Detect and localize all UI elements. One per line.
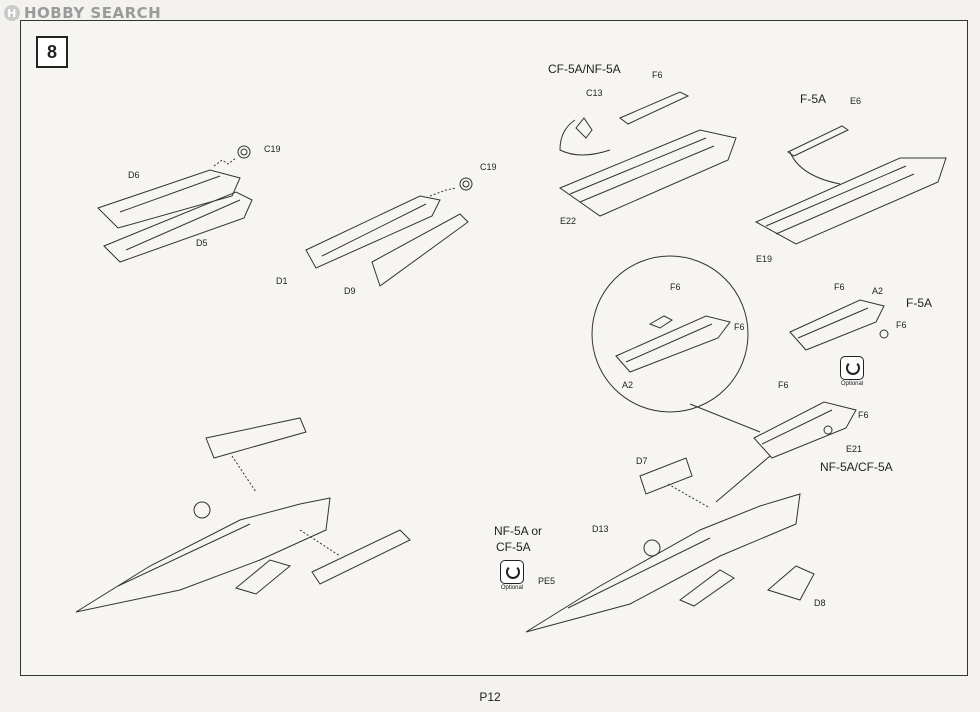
- optional-label: Optional: [500, 585, 524, 591]
- page-number: P12: [479, 690, 501, 704]
- optional-badge-right: Optional: [840, 356, 864, 387]
- step-number: 8: [36, 36, 68, 68]
- part-label-e22: E22: [560, 216, 577, 226]
- part-label-d1: D1: [276, 276, 288, 286]
- part-label-e19: E19: [756, 254, 773, 264]
- part-label-f6: F6: [734, 322, 745, 332]
- variant-label-nf5a-or: NF-5A or: [494, 524, 543, 538]
- bay-e21: [753, 401, 857, 459]
- part-label-e21: E21: [846, 444, 863, 454]
- part-label-c19: C19: [264, 144, 281, 154]
- variant-label-cf5a: CF-5A: [496, 540, 531, 554]
- part-label-c13: C13: [586, 88, 603, 98]
- part-label-f6: F6: [778, 380, 789, 390]
- optional-rotate-icon: [840, 356, 864, 380]
- detail-magnifier: [591, 255, 761, 433]
- part-label-f6: F6: [652, 70, 663, 80]
- fuselage-left: [75, 417, 411, 613]
- variant-label-f5a-mid: F-5A: [906, 296, 933, 310]
- part-label-a2: A2: [622, 380, 634, 390]
- gun-bay-e22: [558, 91, 737, 217]
- variant-label-f5a-top: F-5A: [800, 92, 827, 106]
- part-label-a2: A2: [872, 286, 884, 296]
- part-label-pe5: PE5: [538, 576, 556, 586]
- optional-label: Optional: [840, 381, 864, 387]
- part-label-d7: D7: [636, 456, 648, 466]
- fuselage-right: [525, 455, 815, 633]
- variant-label-cf5a-nf5a: CF-5A/NF-5A: [548, 62, 621, 76]
- part-label-d9: D9: [344, 286, 356, 296]
- bay-a2-f5a: [789, 299, 889, 351]
- part-label-d6: D6: [128, 170, 140, 180]
- part-label-c19: C19: [480, 162, 497, 172]
- part-label-d8: D8: [814, 598, 826, 608]
- part-label-f6: F6: [834, 282, 845, 292]
- part-label-d13: D13: [592, 524, 609, 534]
- intake-duct-middle: [305, 177, 473, 287]
- optional-badge-left: Optional: [500, 560, 524, 591]
- gun-bay-e19: [754, 125, 947, 245]
- watermark-text: HOBBY SEARCH: [24, 4, 162, 22]
- optional-rotate-icon: [500, 560, 524, 584]
- part-label-e6: E6: [850, 96, 862, 106]
- hobby-search-watermark: H HOBBY SEARCH: [4, 4, 161, 22]
- part-label-f6: F6: [858, 410, 869, 420]
- part-label-f6: F6: [670, 282, 681, 292]
- variant-label-nf5a-cf5a: NF-5A/CF-5A: [820, 460, 893, 474]
- part-label-f6: F6: [896, 320, 907, 330]
- intake-duct-left: [97, 145, 253, 263]
- part-label-d5: D5: [196, 238, 208, 248]
- watermark-badge: H: [4, 5, 20, 21]
